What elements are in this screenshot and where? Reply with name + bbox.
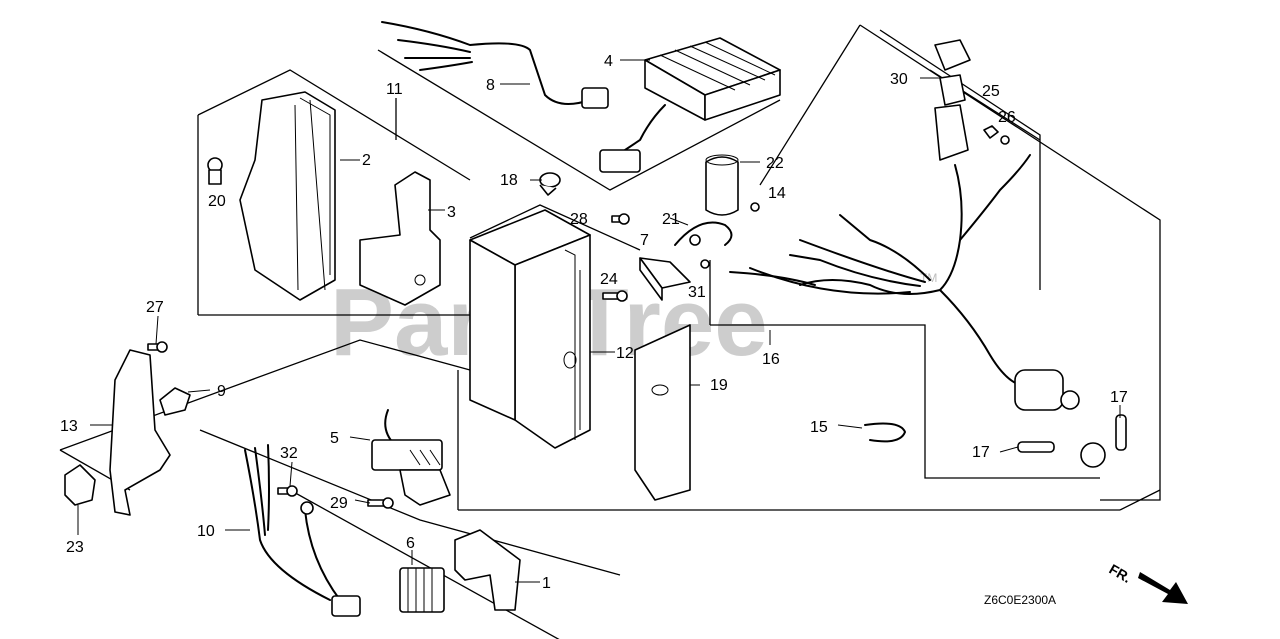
- part-21-wire: [674, 221, 733, 269]
- callout-13: 13: [60, 418, 78, 435]
- callout-21: 21: [662, 211, 680, 228]
- part-30-fuse-holder: [934, 39, 971, 161]
- part-23-grommet: [64, 464, 96, 506]
- callout-19: 19: [710, 377, 728, 394]
- part-1-bracket: [454, 529, 521, 611]
- part-13-bracket: [109, 349, 171, 516]
- leader-lines: [77, 59, 1121, 583]
- part-3-bracket: [359, 171, 441, 306]
- part-22-cap: [705, 154, 739, 216]
- frame-lower-left-group: [59, 339, 471, 451]
- part-20-bolt: [207, 157, 223, 185]
- callout-1: 1: [542, 575, 551, 592]
- callout-29: 29: [330, 495, 348, 512]
- callout-22: 22: [766, 155, 784, 172]
- front-direction-arrow-icon: FR.: [1107, 561, 1188, 604]
- part-26-washer: [1000, 135, 1010, 145]
- callout-11: 11: [386, 81, 403, 98]
- callout-27: 27: [146, 299, 164, 316]
- callout-5: 5: [330, 430, 339, 447]
- callout-6: 6: [406, 535, 415, 552]
- frame-left-group: [197, 69, 471, 181]
- callout-23: 23: [66, 539, 84, 556]
- callout-9: 9: [217, 383, 226, 400]
- part-18-clamp: [539, 172, 561, 196]
- part-27-bolt: [147, 341, 168, 353]
- part-10-wire-set: [244, 444, 361, 617]
- callout-14: 14: [768, 185, 786, 202]
- frame-regulator-group: [377, 49, 781, 191]
- callout-8: 8: [486, 77, 495, 94]
- drawing-code: Z6C0E2300A: [984, 593, 1056, 607]
- o-ring: [1080, 442, 1106, 468]
- part-28-bolt: [611, 213, 630, 225]
- part-32-bolt: [277, 485, 298, 497]
- frame-harness-group: [859, 24, 1161, 501]
- part-19-gasket: [634, 324, 691, 501]
- callout-25: 25: [982, 83, 1000, 100]
- callout-20: 20: [208, 193, 226, 210]
- callout-12: 12: [616, 345, 634, 362]
- part-17-pin-b: [1017, 441, 1055, 453]
- part-8-wire-harness: [381, 21, 609, 109]
- part-25-nut: [983, 125, 999, 139]
- part-9-clamp: [159, 387, 191, 416]
- callout-24: 24: [600, 271, 618, 288]
- frame-center-group: [469, 204, 641, 251]
- part-4-regulator: [599, 37, 781, 173]
- callout-28: 28: [570, 211, 588, 228]
- part-15-clip: [864, 422, 907, 443]
- callout-16: 16: [762, 351, 780, 368]
- callout-18: 18: [500, 172, 518, 189]
- callout-17a: 17: [1110, 389, 1128, 406]
- part-24-bolt: [602, 290, 628, 302]
- callout-15: 15: [810, 419, 828, 436]
- part-2-cover: [239, 91, 336, 301]
- part-12-control-box: [469, 209, 591, 449]
- part-17-pin-a: [1115, 414, 1127, 451]
- callout-10: 10: [197, 523, 215, 540]
- part-14-nut: [750, 202, 760, 212]
- callout-32: 32: [280, 445, 298, 462]
- callout-17b: 17: [972, 444, 990, 461]
- front-arrow-label: FR.: [1107, 561, 1135, 586]
- callout-30: 30: [890, 71, 908, 88]
- callout-31: 31: [688, 284, 706, 301]
- part-7-plate: [639, 257, 691, 301]
- part-16-main-harness: [729, 154, 1080, 411]
- part-29-bolt: [367, 497, 394, 509]
- callout-7: 7: [640, 232, 649, 249]
- callout-4: 4: [604, 53, 613, 70]
- callout-26: 26: [998, 109, 1016, 126]
- part-5-rectifier: [371, 409, 451, 506]
- part-6-heat-sink: [399, 567, 445, 613]
- callout-numbers: 1 2 3 4 5 6 7 8 9 10 11 12 13 14 15 16 1…: [60, 53, 1128, 592]
- callout-2: 2: [362, 152, 371, 169]
- callout-3: 3: [447, 204, 456, 221]
